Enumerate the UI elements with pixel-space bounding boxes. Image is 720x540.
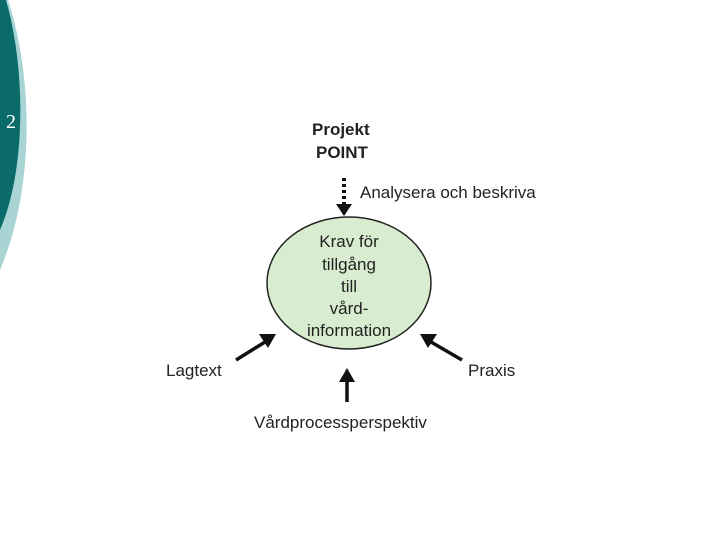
right-arrow <box>420 334 463 362</box>
left-arrow <box>235 334 276 362</box>
top-dotted-arrow <box>336 178 352 216</box>
right-input-label: Praxis <box>468 361 515 380</box>
title-line-1: Projekt <box>312 120 370 139</box>
center-circle <box>266 216 432 350</box>
bottom-input-label: Vårdprocessperspektiv <box>254 413 427 432</box>
center-line-2: tillgång <box>322 255 376 274</box>
center-line-1: Krav för <box>319 232 379 251</box>
center-line-4: vård- <box>330 299 369 318</box>
center-line-3: till <box>341 277 357 296</box>
title-line-2: POINT <box>316 143 369 162</box>
center-line-5: information <box>307 321 391 340</box>
bottom-arrow <box>339 368 355 402</box>
decoration-dark-arc <box>0 0 21 230</box>
left-decoration <box>0 0 27 270</box>
left-input-label: Lagtext <box>166 361 222 380</box>
slide-number: 2 <box>6 111 16 133</box>
top-input-label: Analysera och beskriva <box>360 183 536 202</box>
